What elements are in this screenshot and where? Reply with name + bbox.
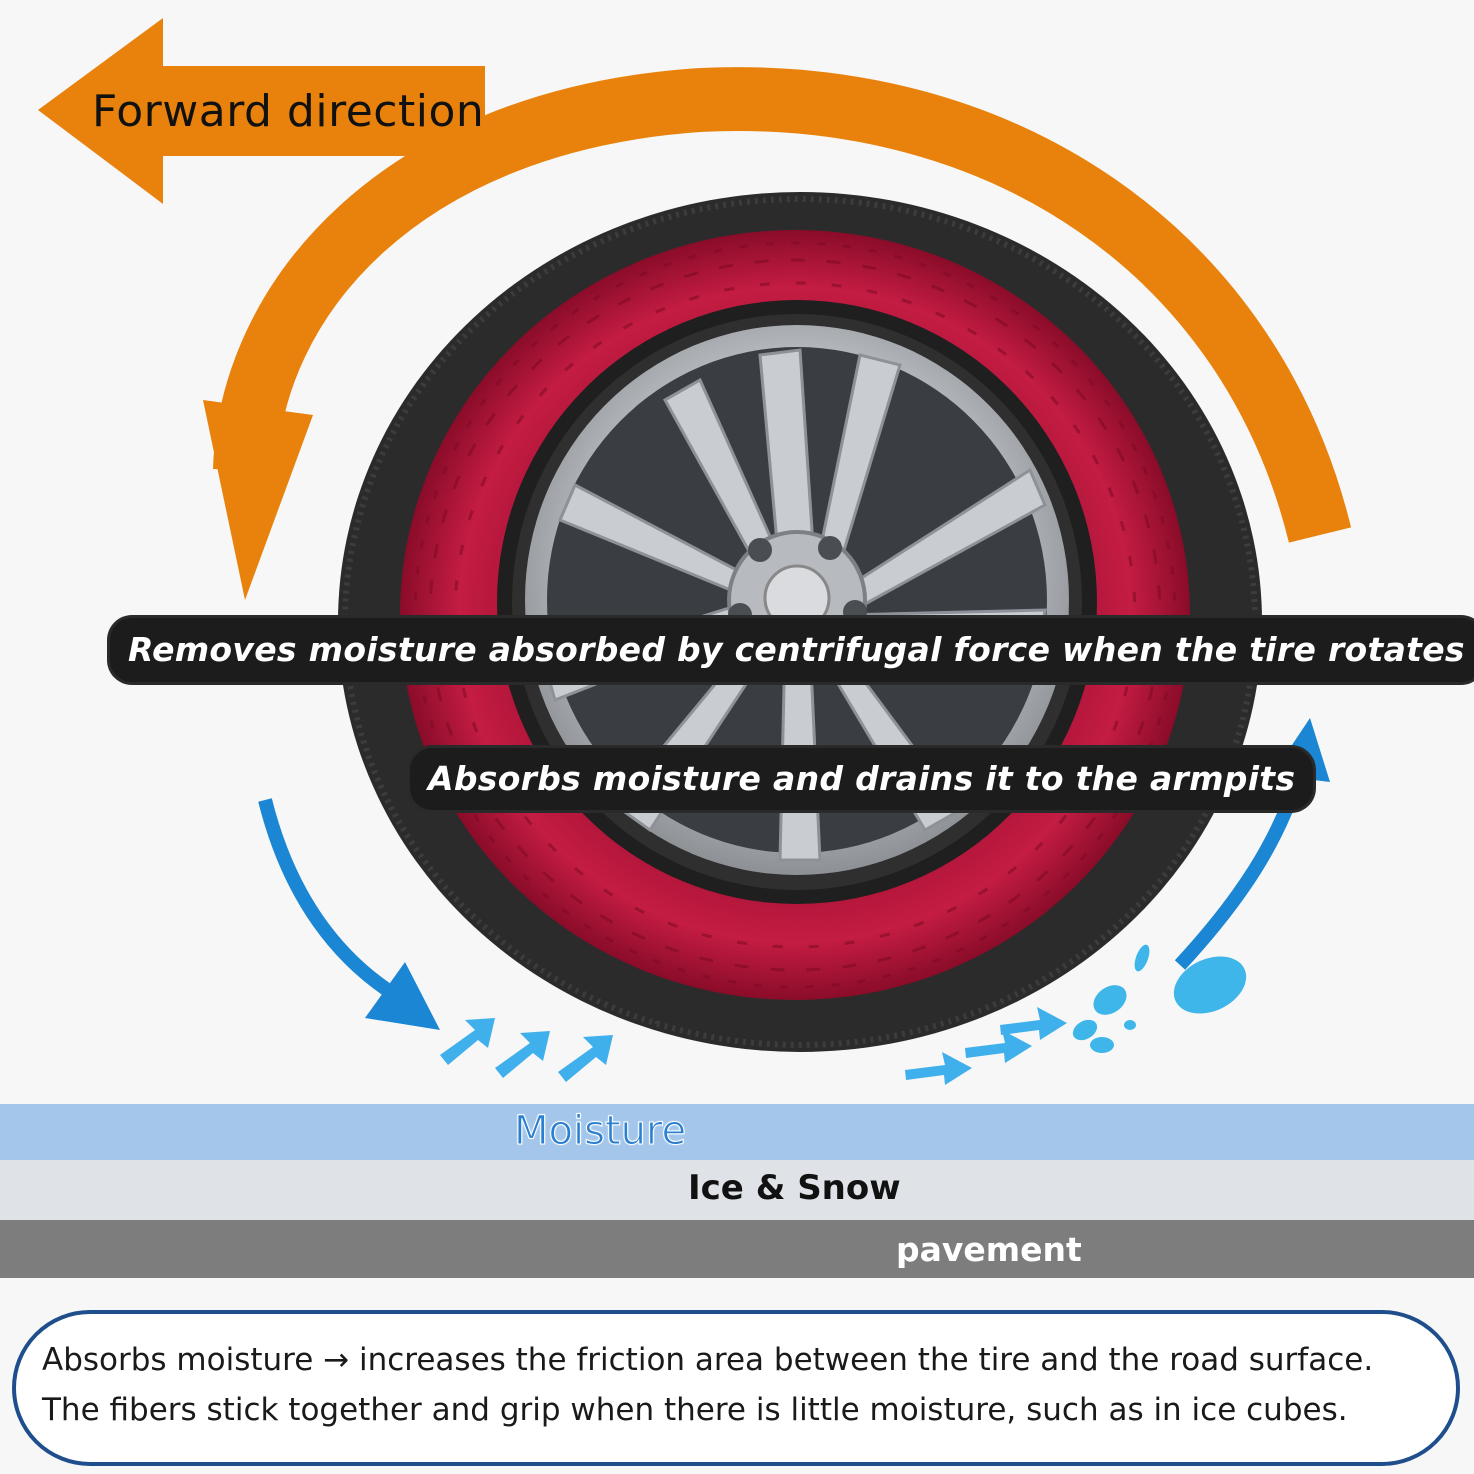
explanation-line-1: Absorbs moisture → increases the frictio… (42, 1342, 1374, 1378)
rotation-arrow (203, 67, 1352, 600)
tire-diagram (38, 18, 1352, 1085)
ice-snow-layer: Ice & Snow (0, 1160, 1474, 1220)
moisture-layer-label: Moisture (513, 1108, 687, 1155)
pavement-layer: pavement (0, 1220, 1474, 1278)
water-flow-left-arrow (258, 798, 440, 1030)
forward-direction-label: Forward direction (92, 86, 485, 137)
moisture-outflow-arrows (905, 1007, 1067, 1085)
moisture-layer: Moisture (0, 1104, 1474, 1160)
explanation-box: Absorbs moisture → increases the frictio… (12, 1310, 1460, 1466)
explanation-line-2: The fibers stick together and grip when … (42, 1392, 1348, 1428)
centrifugal-force-caption: Removes moisture absorbed by centrifugal… (110, 618, 1474, 682)
moisture-intake-arrows (440, 1018, 613, 1082)
water-splash (1072, 944, 1247, 1053)
forward-direction-arrow (38, 18, 485, 204)
ice-snow-layer-label: Ice & Snow (688, 1168, 901, 1208)
moisture-drain-caption: Absorbs moisture and drains it to the ar… (410, 748, 1314, 810)
pavement-layer-label: pavement (896, 1230, 1082, 1269)
